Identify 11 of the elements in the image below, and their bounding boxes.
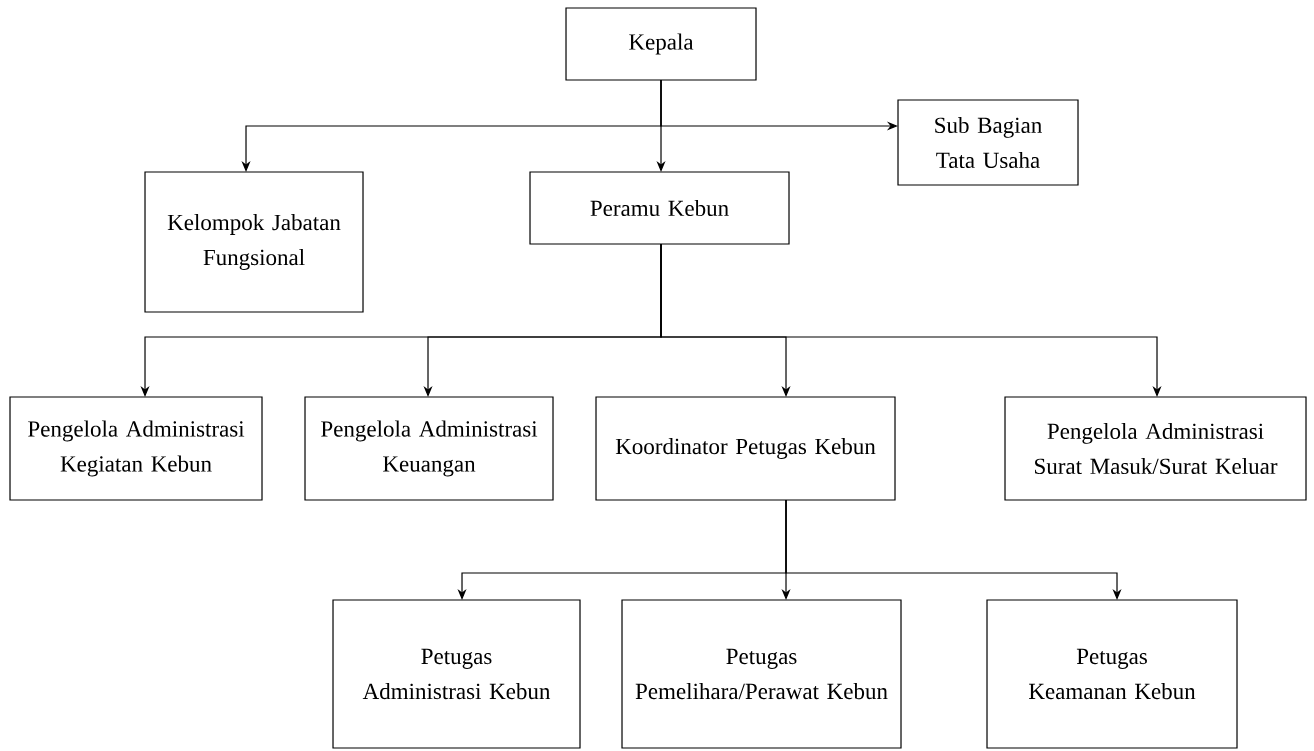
org-box: Kelompok Jabatan Fungsional xyxy=(144,171,364,313)
org-box: Kepala xyxy=(565,7,757,81)
org-box: Sub Bagian Tata Usaha xyxy=(897,99,1079,186)
org-box: Petugas Pemelihara/Perawat Kebun xyxy=(621,599,902,749)
org-box: Pengelola Administrasi Keuangan xyxy=(304,396,554,501)
org-box: Petugas Administrasi Kebun xyxy=(332,599,581,749)
org-box: Petugas Keamanan Kebun xyxy=(986,599,1238,749)
org-box: Peramu Kebun xyxy=(529,171,790,245)
org-box: Pengelola Administrasi Surat Masuk/Surat Keluar xyxy=(1004,396,1307,501)
org-box: Pengelola Administrasi Kegiatan Kebun xyxy=(9,396,263,501)
org-box: Koordinator Petugas Kebun xyxy=(595,396,896,501)
